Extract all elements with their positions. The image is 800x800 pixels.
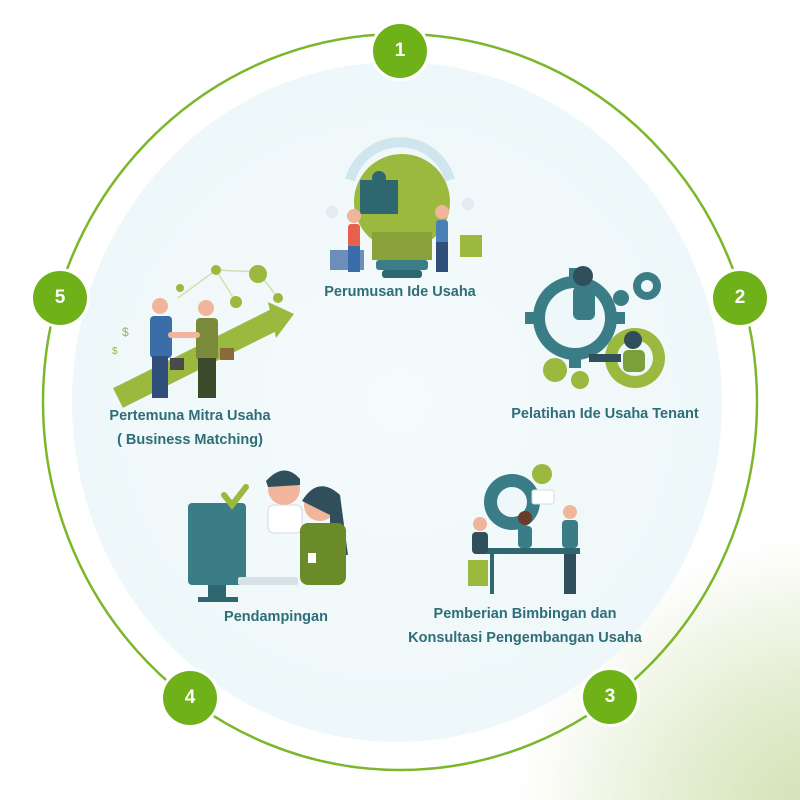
step-4-label: Pendampingan <box>224 609 328 625</box>
svg-text:$: $ <box>112 346 118 357</box>
step-1-badge: 1 <box>373 24 427 78</box>
step-3-label-line2: Konsultasi Pengembangan Usaha <box>408 630 642 646</box>
puzzle-lightbulb-icon <box>326 137 482 278</box>
step-5-label-line2: ( Business Matching) <box>117 432 263 448</box>
step-3-badge: 3 <box>583 670 637 724</box>
svg-text:$: $ <box>122 325 129 339</box>
step-1-label: Perumusan Ide Usaha <box>324 284 476 300</box>
step-3-label-line1: Pemberian Bimbingan dan <box>433 606 617 622</box>
step-2-badge: 2 <box>713 271 767 325</box>
gears-training-icon <box>525 266 665 389</box>
step-5-badge: 5 <box>33 271 87 325</box>
handshake-growth-icon: $ $ <box>112 265 294 408</box>
step-2-label: Pelatihan Ide Usaha Tenant <box>511 406 699 422</box>
meeting-gears-icon <box>468 464 580 594</box>
step-4-badge: 4 <box>163 671 217 725</box>
step-5-label-line1: Pertemuna Mitra Usaha <box>109 408 271 424</box>
computer-assistance-icon <box>188 470 348 602</box>
